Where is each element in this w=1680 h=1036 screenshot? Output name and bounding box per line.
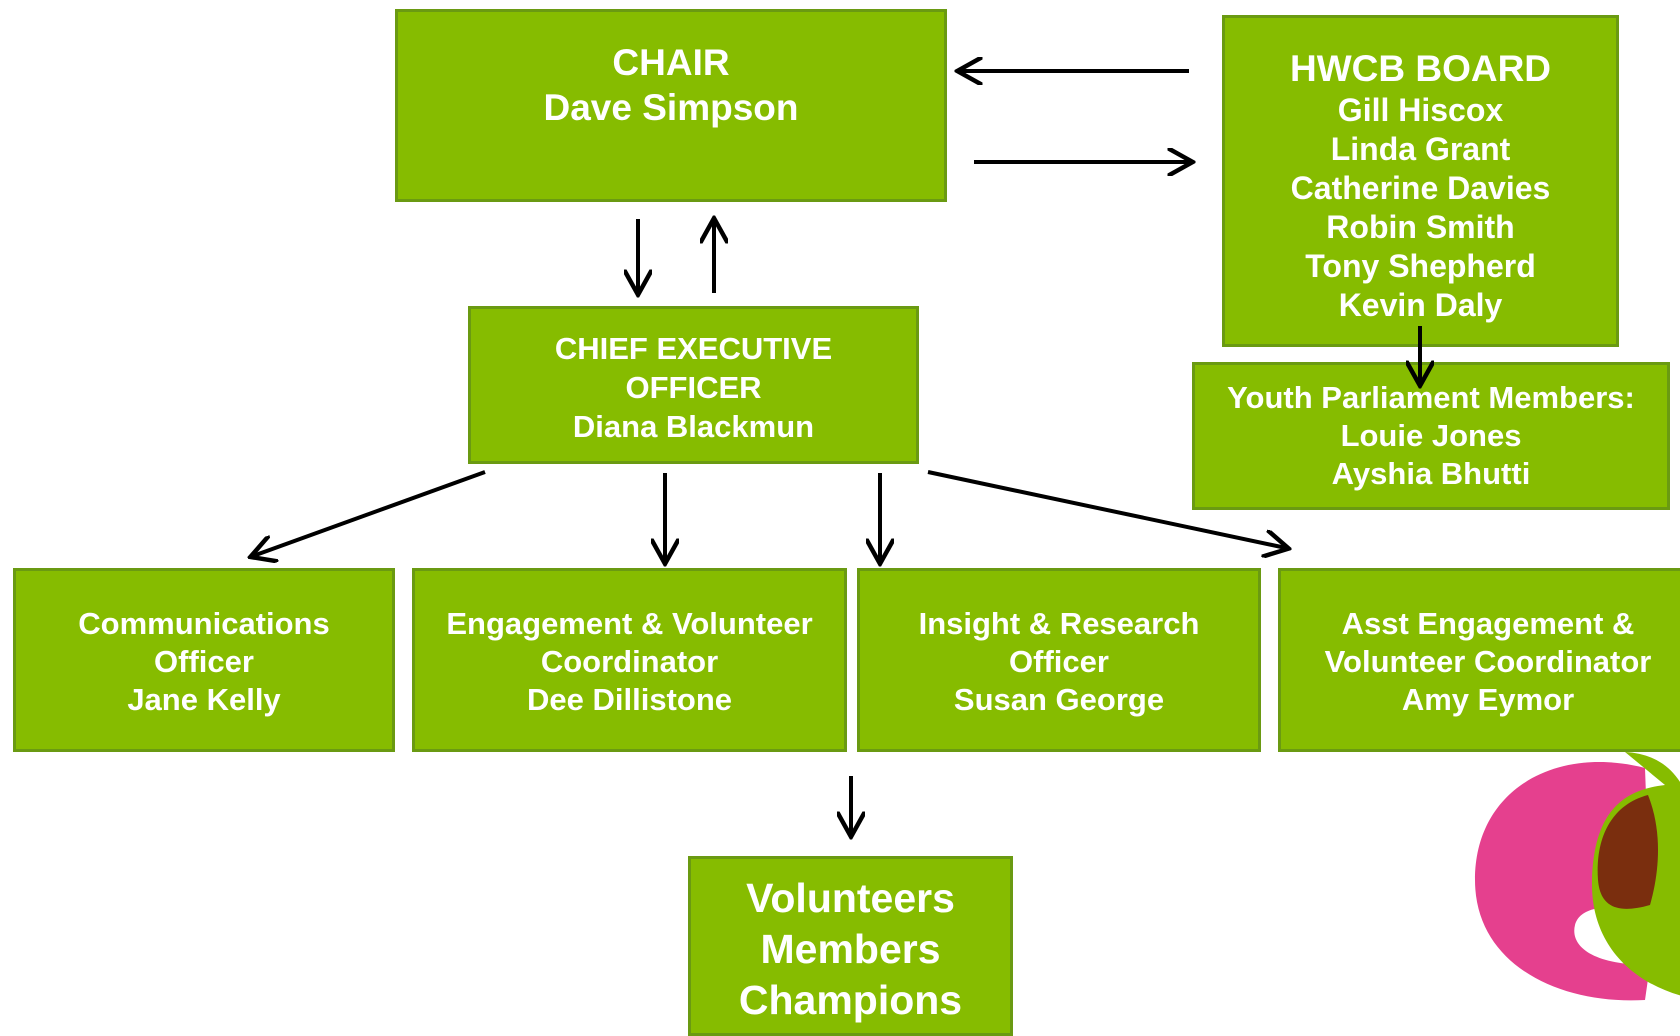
role-name: Dee Dillistone [527,682,732,717]
hwcb-member: Tony Shepherd [1305,248,1536,284]
youth-member: Louie Jones [1340,418,1522,453]
champions-label: Champions [738,977,963,1023]
ceo-title-line1: CHIEF EXECUTIVE [554,331,833,366]
chair-box: CHAIR Dave Simpson [395,9,947,202]
hwcb-board-box: HWCB BOARD Gill Hiscox Linda Grant Cathe… [1222,15,1619,347]
logo-overlap-shape [1597,795,1658,909]
role-name: Susan George [953,682,1165,717]
hwcb-member: Catherine Davies [1290,170,1551,206]
hwcb-member: Robin Smith [1326,209,1515,245]
asst-engagement-coordinator-box: Asst Engagement & Volunteer Coordinator … [1278,568,1680,752]
role-title: Communications [78,606,330,641]
hwcb-member: Gill Hiscox [1337,92,1504,128]
volunteers-label: Volunteers [746,875,955,921]
insight-research-officer-box: Insight & Research Officer Susan George [857,568,1261,752]
volunteers-box: Volunteers Members Champions [688,856,1013,1036]
members-label: Members [760,926,941,972]
role-title: Asst Engagement & [1341,606,1635,641]
chair-name: Dave Simpson [543,87,799,128]
role-title: Officer [1009,644,1109,679]
youth-member: Ayshia Bhutti [1331,456,1531,491]
role-name: Jane Kelly [127,682,281,717]
hwcb-member: Kevin Daly [1338,287,1503,323]
arrow-ceo-to-asst-engagement [927,470,1286,548]
hwcb-member: Linda Grant [1330,131,1511,167]
role-title: Volunteer Coordinator [1324,644,1652,679]
ceo-name: Diana Blackmun [572,409,815,444]
chair-title: CHAIR [612,42,730,83]
role-title: Insight & Research [918,606,1200,641]
arrow-ceo-to-communications [253,470,486,556]
role-name: Amy Eymor [1401,682,1575,717]
role-title: Officer [154,644,254,679]
role-title: Engagement & Volunteer [446,606,813,641]
role-title: Coordinator [540,644,719,679]
ceo-box: CHIEF EXECUTIVE OFFICER Diana Blackmun [468,306,919,464]
engagement-coordinator-box: Engagement & Volunteer Coordinator Dee D… [412,568,847,752]
ceo-title-line2: OFFICER [625,370,762,405]
hwcb-title: HWCB BOARD [1289,48,1552,89]
communications-officer-box: Communications Officer Jane Kelly [13,568,395,752]
